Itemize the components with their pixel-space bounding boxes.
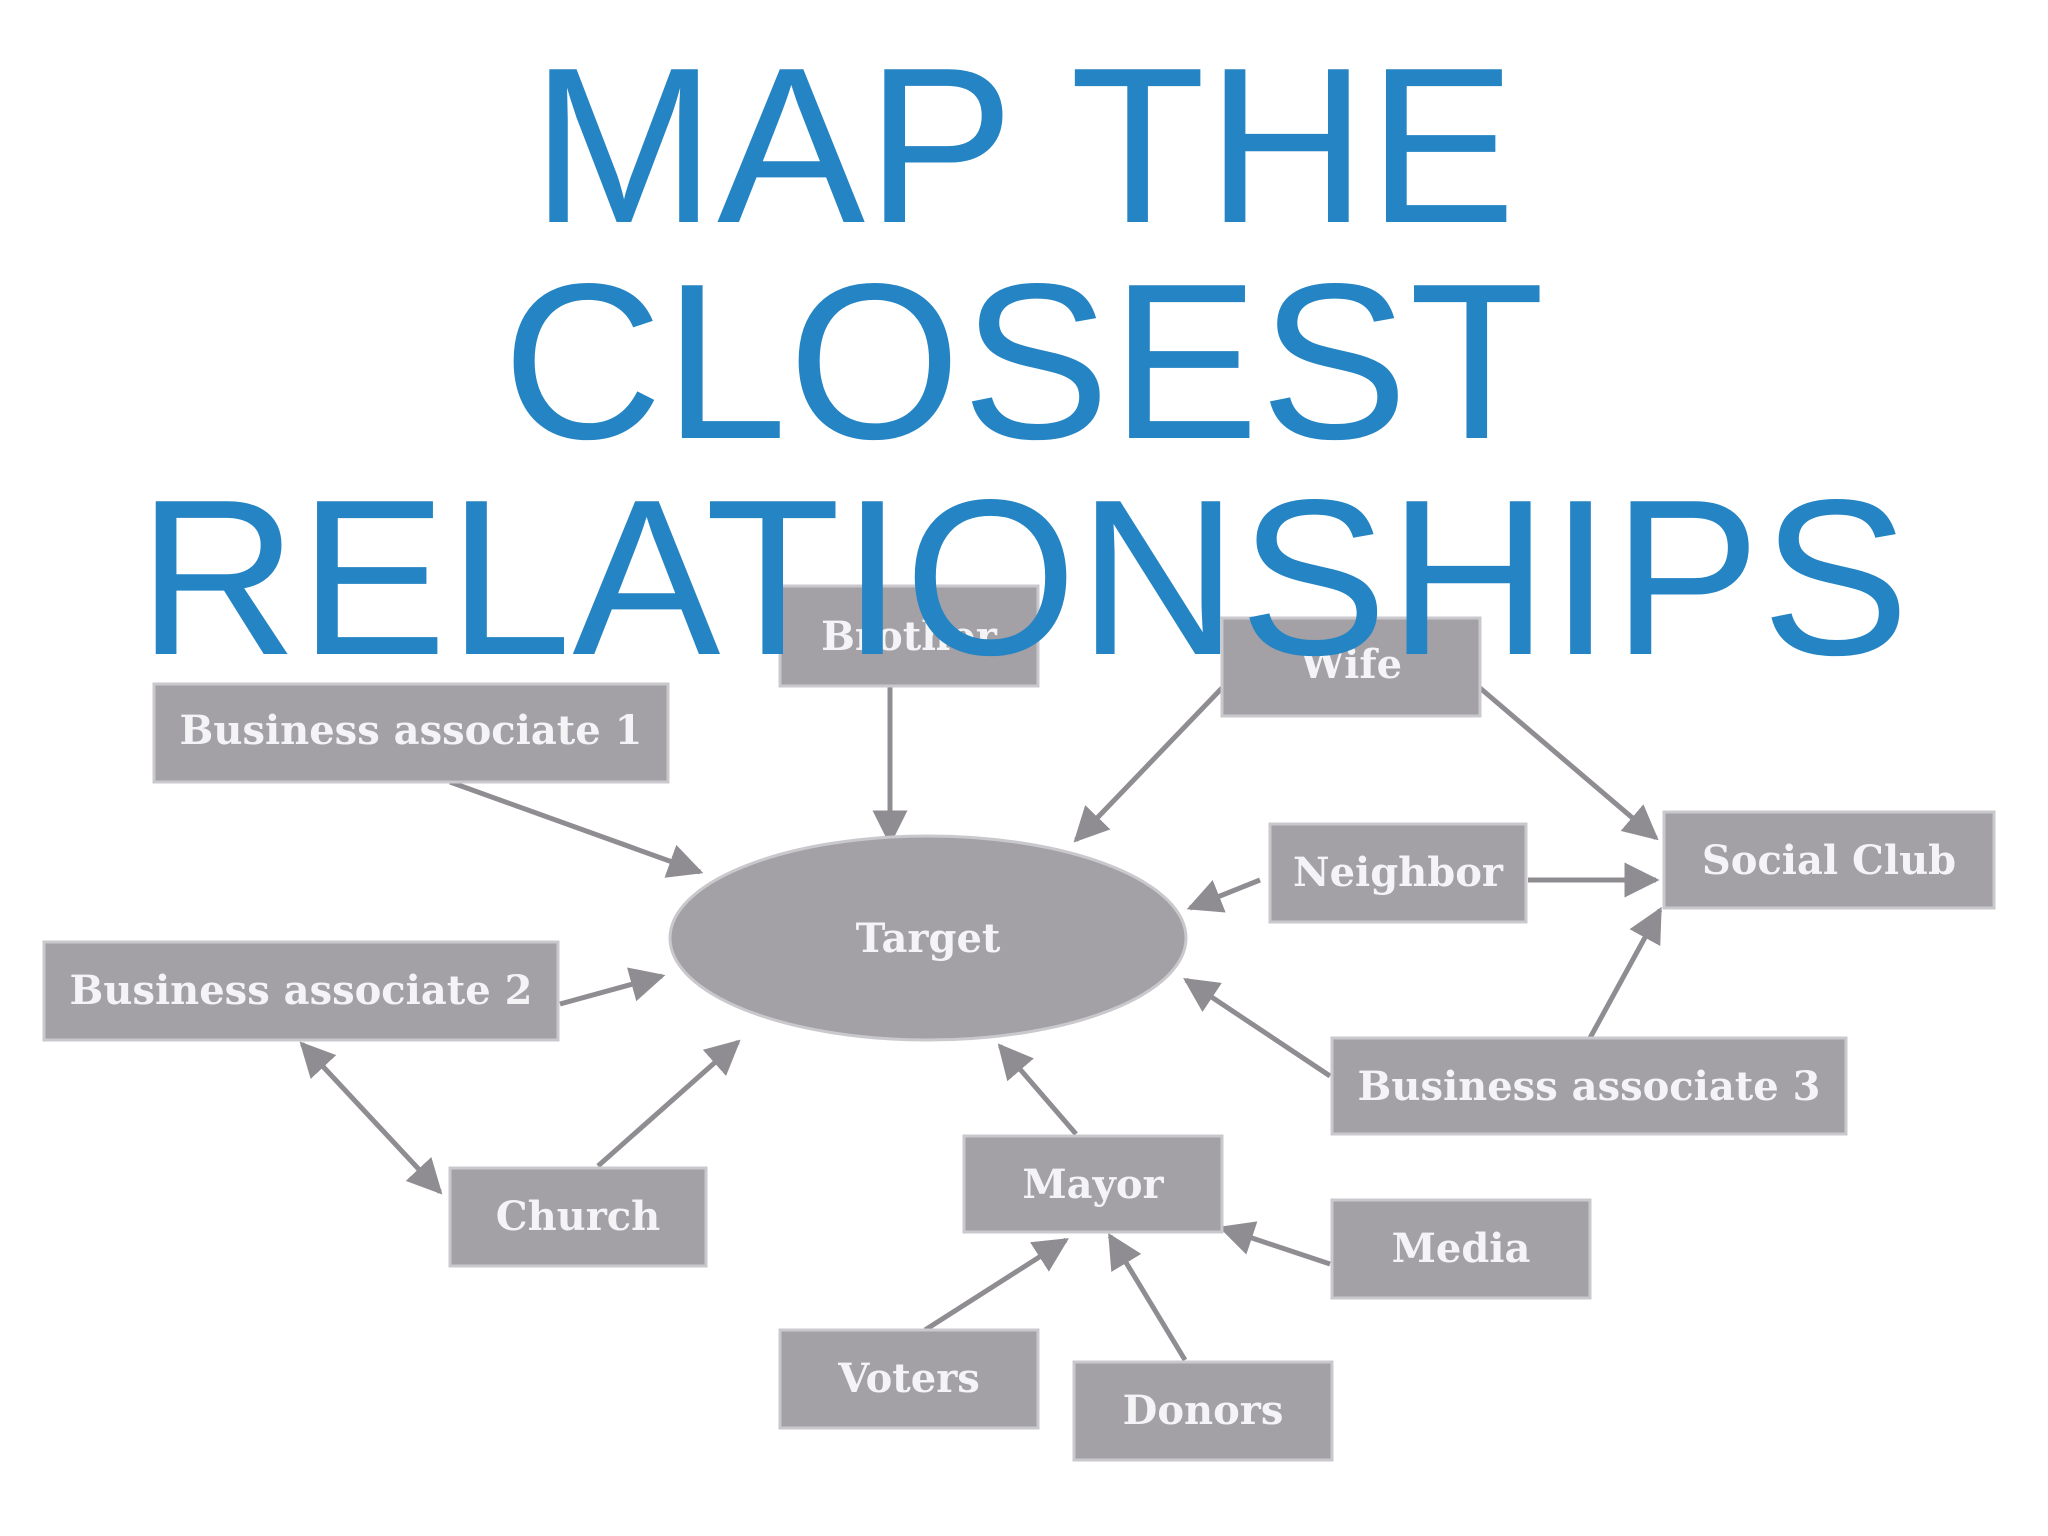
edge-ba3-target [1183,977,1332,1079]
edge-ba1-target [449,779,704,878]
node-label-voters: Voters [837,1355,980,1402]
node-label-target: Target [856,915,1001,962]
nodes: Target Brother Wife Business associate 1… [42,584,1996,1462]
node-label-business-associate-2: Business associate 2 [70,967,533,1014]
node-label-social-club: Social Club [1702,837,1956,884]
title-line-2: CLOSEST [502,238,1546,486]
node-label-neighbor: Neighbor [1293,849,1504,896]
edge-neighbor-target [1186,877,1261,913]
node-business-associate-2: Business associate 2 [42,940,560,1042]
node-label-business-associate-3: Business associate 3 [1358,1063,1821,1110]
node-label-donors: Donors [1123,1387,1284,1434]
node-voters: Voters [778,1328,1040,1430]
node-wife: Wife [1220,616,1482,718]
node-donors: Donors [1072,1360,1334,1462]
node-mayor: Mayor [962,1134,1224,1234]
node-business-associate-1: Business associate 1 [152,682,670,784]
title-line-1: MAP THE [531,22,1517,270]
edge-voters-mayor [923,1237,1069,1333]
edge-wife-socialclub [1478,686,1659,841]
edge-wife-target [1073,686,1224,843]
edge-donors-mayor [1107,1233,1188,1362]
node-label-media: Media [1392,1225,1531,1272]
page-title: MAP THE CLOSEST RELATIONSHIPS [0,22,2048,702]
edge-ba2-target [559,967,666,1007]
node-label-wife: Wife [1299,641,1402,688]
node-social-club: Social Club [1662,810,1996,910]
edge-ba2-church [299,1041,443,1195]
node-label-brother: Brother [821,613,998,660]
edge-media-mayor [1218,1221,1331,1267]
node-target: Target [668,834,1188,1042]
edges [299,680,1663,1362]
node-media: Media [1330,1198,1592,1300]
node-neighbor: Neighbor [1268,822,1528,924]
edge-mayor-target [997,1043,1078,1136]
node-label-church: Church [496,1193,661,1240]
title-line-3: RELATIONSHIPS [137,454,1911,702]
node-label-business-associate-1: Business associate 1 [180,707,643,754]
node-church: Church [448,1166,708,1268]
node-label-mayor: Mayor [1022,1161,1164,1208]
edge-church-target [596,1039,741,1168]
node-brother: Brother [778,584,1040,688]
edge-ba3-socialclub [1587,906,1663,1040]
node-business-associate-3: Business associate 3 [1330,1036,1848,1136]
